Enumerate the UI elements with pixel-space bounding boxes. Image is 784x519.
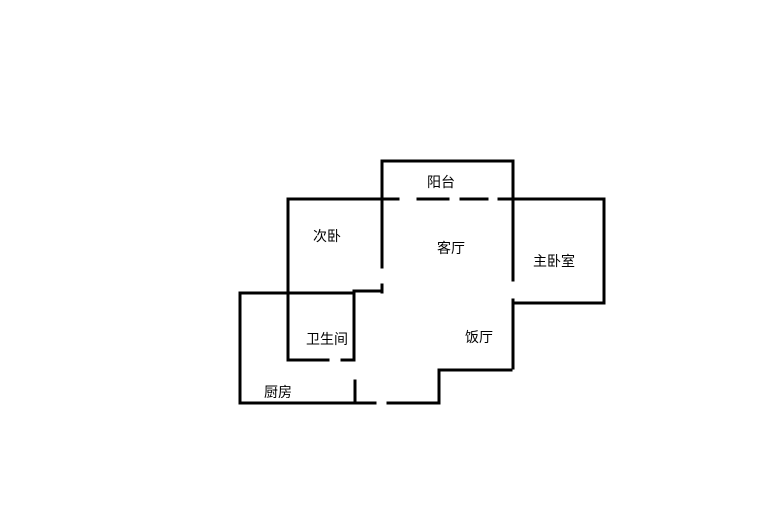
dining-wall — [386, 368, 513, 405]
balcony-wall — [380, 159, 515, 282]
room-label-second-bedroom: 次卧 — [313, 229, 341, 245]
room-label-balcony: 阳台 — [427, 175, 455, 191]
room-label-master-bedroom: 主卧室 — [533, 253, 575, 270]
master-bedroom-wall — [511, 197, 606, 305]
room-label-bathroom: 卫生间 — [306, 332, 348, 348]
room-label-living-room: 客厅 — [437, 240, 465, 257]
walls — [238, 159, 606, 405]
kitchen-wall — [238, 291, 377, 405]
room-label-kitchen: 厨房 — [264, 385, 292, 401]
room-label-dining-room: 饭厅 — [465, 330, 493, 346]
